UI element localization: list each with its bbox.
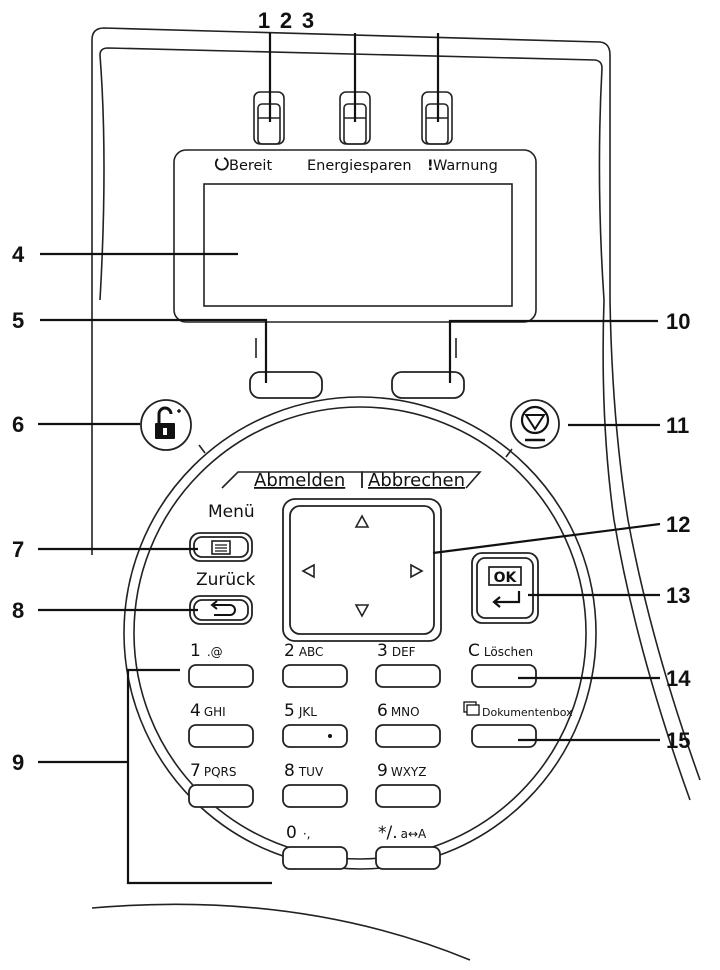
callout-9: 9 [12,750,24,775]
stop-icon [520,405,550,442]
document-box-button[interactable] [471,724,537,748]
key-0[interactable] [282,846,348,870]
enter-arrow-icon [492,591,521,608]
callout-4: 4 [12,242,25,267]
menu-button[interactable] [189,532,253,562]
back-button[interactable] [189,595,253,625]
callout-2: 2 [280,8,292,33]
back-arrow-icon [210,600,236,616]
indicator-labels: Bereit Energiesparen ! Warnung [214,157,498,174]
lock-icon [155,406,181,439]
key-1-label: 1.@ [190,641,223,661]
callout-15: 15 [666,728,690,753]
key-9[interactable] [375,784,441,808]
exclamation-icon: ! [427,158,434,174]
key-7[interactable] [188,784,254,808]
authentication-button[interactable] [140,399,192,451]
label-energy: Energiesparen [307,158,412,174]
left-select-key[interactable] [249,371,323,399]
label-ready: Bereit [229,158,272,174]
key-2[interactable] [282,664,348,688]
key-3[interactable] [375,664,441,688]
right-select-key[interactable] [391,371,465,399]
tab-logout[interactable]: Abmelden [254,470,345,491]
panel-body [91,27,701,961]
back-label: Zurück [196,570,256,590]
stop-button[interactable] [510,399,560,449]
key-8[interactable] [282,784,348,808]
left-arrow-icon[interactable] [301,563,315,579]
callout-numbers: 1 2 3 4 5 6 7 8 9 10 11 12 13 14 15 [12,8,691,775]
key-star[interactable] [375,846,441,870]
ok-label: OK [494,570,518,586]
power-icon [214,157,229,171]
key-star-label: */.a↔A [378,823,427,843]
callout-10: 10 [666,309,690,334]
callout-leaders [38,33,661,885]
docbox-label: Dokumentenbox [482,706,573,719]
callout-1: 1 [258,8,270,33]
callout-5: 5 [12,308,24,333]
key-5-dot [328,734,332,738]
label-warning: Warnung [433,158,498,174]
key-4[interactable] [188,724,254,748]
menu-icon [211,540,231,555]
callout-7: 7 [12,537,24,562]
up-arrow-icon[interactable] [354,514,370,528]
soft-keys [249,338,465,399]
right-arrow-icon[interactable] [410,563,424,579]
callout-14: 14 [666,666,691,691]
callout-13: 13 [666,583,690,608]
callout-11: 11 [666,413,689,438]
moon-icon [295,157,302,171]
down-arrow-icon[interactable] [354,604,370,618]
callout-8: 8 [12,598,24,623]
key-5[interactable] [282,724,348,748]
ok-button[interactable]: OK [471,552,539,624]
key-1[interactable] [188,664,254,688]
callout-12: 12 [666,512,690,537]
navigation-pad[interactable] [282,498,442,642]
tab-bar: Abmelden Abbrechen [221,470,482,491]
led-indicators [253,91,453,145]
display-frame [173,149,537,323]
callout-6: 6 [12,412,24,437]
tab-cancel[interactable]: Abbrechen [368,470,465,491]
key-0-label: 0·, [286,823,310,843]
callout-3: 3 [302,8,314,33]
lcd-screen [203,183,513,307]
menu-label: Menü [208,502,255,522]
key-6[interactable] [375,724,441,748]
clear-button[interactable] [471,664,537,688]
keypad-ring [123,396,597,870]
document-box-icon [463,701,480,716]
